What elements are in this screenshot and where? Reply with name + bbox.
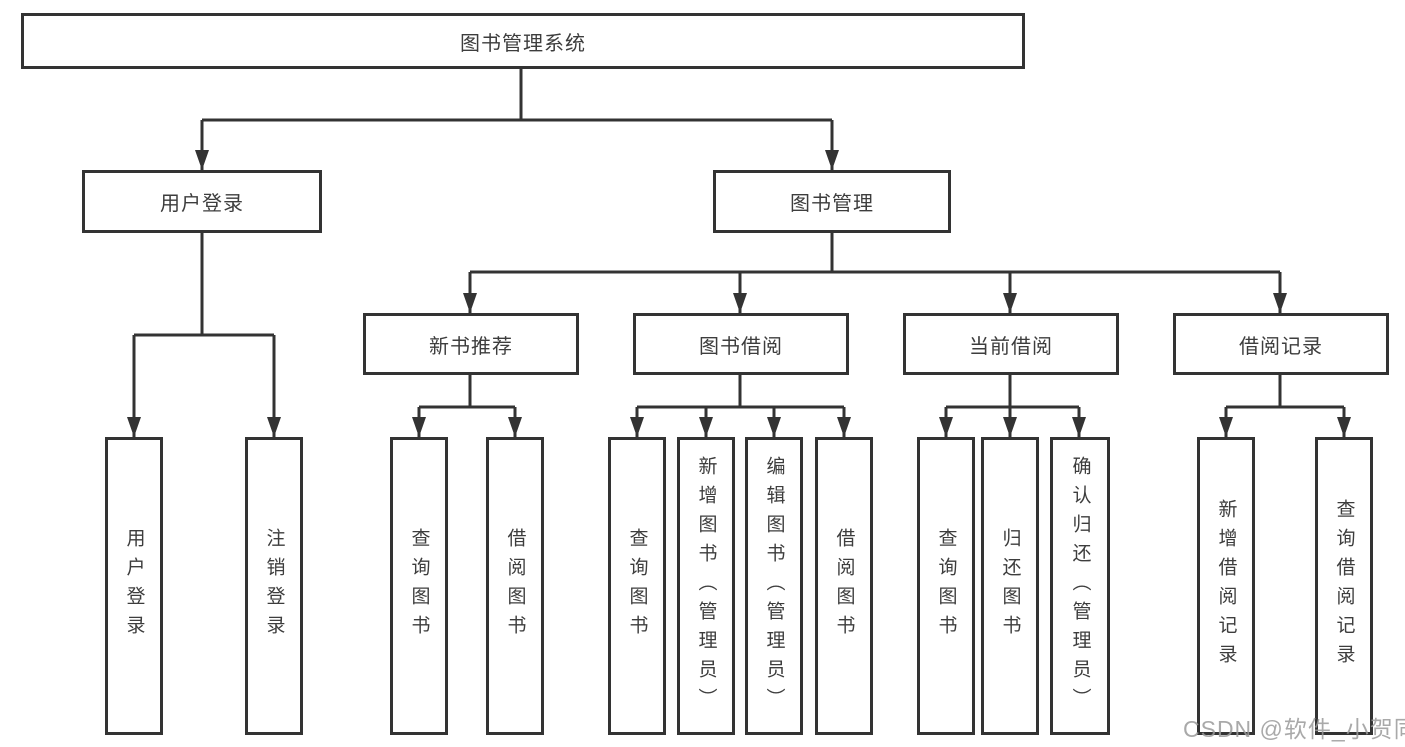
connector-lines [132, 69, 1346, 437]
node-label: 新书推荐 [429, 335, 513, 358]
node-label: 新增借阅记录 [1215, 499, 1237, 673]
arrowheads [127, 150, 1351, 437]
node-query-books-current: 查询图书 [917, 437, 975, 735]
node-user-login-action: 用户登录 [105, 437, 163, 735]
node-label: 注销登录 [263, 528, 285, 644]
node-book-management: 图书管理 [713, 170, 951, 233]
node-borrow-books-borrow: 借阅图书 [815, 437, 873, 735]
arrow-down-icon [127, 417, 141, 437]
node-borrowing-records: 借阅记录 [1173, 313, 1389, 375]
arrow-down-icon [837, 417, 851, 437]
node-label: 归还图书 [999, 528, 1021, 644]
node-borrow-books-newrec: 借阅图书 [486, 437, 544, 735]
node-current-borrowing: 当前借阅 [903, 313, 1119, 375]
node-label: 图书借阅 [699, 335, 783, 358]
arrow-down-icon [1003, 293, 1017, 313]
node-confirm-return-admin: 确认归还（管理员） [1050, 437, 1110, 735]
arrow-down-icon [767, 417, 781, 437]
arrow-down-icon [1337, 417, 1351, 437]
arrow-down-icon [195, 150, 209, 170]
arrow-down-icon [699, 417, 713, 437]
node-book-borrowing: 图书借阅 [633, 313, 849, 375]
node-label: 编辑图书（管理员） [763, 455, 785, 717]
arrow-down-icon [939, 417, 953, 437]
node-label: 图书管理系统 [460, 32, 586, 55]
node-return-books: 归还图书 [981, 437, 1039, 735]
node-label: 确认归还（管理员） [1069, 455, 1091, 717]
arrow-down-icon [267, 417, 281, 437]
node-query-books-borrow: 查询图书 [608, 437, 666, 735]
connector-newrec-to-leaves [417, 375, 517, 437]
connector-root-to-level2 [200, 69, 834, 170]
node-new-book-recommend: 新书推荐 [363, 313, 579, 375]
node-label: 用户登录 [160, 193, 244, 215]
node-label: 图书管理 [790, 193, 874, 215]
arrow-down-icon [508, 417, 522, 437]
arrow-down-icon [733, 293, 747, 313]
node-label: 借阅图书 [504, 528, 526, 644]
node-label: 借阅记录 [1239, 335, 1323, 358]
arrow-down-icon [412, 417, 426, 437]
node-library-management-system: 图书管理系统 [21, 13, 1025, 69]
node-label: 查询图书 [408, 528, 430, 644]
node-add-borrow-record: 新增借阅记录 [1197, 437, 1255, 735]
node-label: 用户登录 [123, 528, 145, 644]
connector-userlogin-to-leaves [132, 233, 276, 437]
node-label: 查询图书 [626, 528, 648, 644]
arrow-down-icon [1219, 417, 1233, 437]
node-logout: 注销登录 [245, 437, 303, 735]
arrow-down-icon [1273, 293, 1287, 313]
node-user-login: 用户登录 [82, 170, 322, 233]
node-label: 查询图书 [935, 528, 957, 644]
node-query-borrow-record: 查询借阅记录 [1315, 437, 1373, 735]
arrow-down-icon [463, 293, 477, 313]
connector-records-to-leaves [1224, 375, 1346, 437]
node-label: 借阅图书 [833, 528, 855, 644]
arrow-down-icon [825, 150, 839, 170]
arrow-down-icon [1003, 417, 1017, 437]
connector-borrow-to-leaves [635, 375, 846, 437]
node-add-books-admin: 新增图书（管理员） [677, 437, 735, 735]
node-edit-books-admin: 编辑图书（管理员） [745, 437, 803, 735]
node-label: 新增图书（管理员） [695, 455, 717, 717]
arrow-down-icon [1072, 417, 1086, 437]
arrow-down-icon [630, 417, 644, 437]
connector-bookmgmt-to-level3 [468, 233, 1282, 313]
node-query-books-newrec: 查询图书 [390, 437, 448, 735]
node-label: 当前借阅 [969, 335, 1053, 358]
node-label: 查询借阅记录 [1333, 499, 1355, 673]
csdn-watermark: CSDN @软件_小贺同学 [1183, 716, 1405, 742]
